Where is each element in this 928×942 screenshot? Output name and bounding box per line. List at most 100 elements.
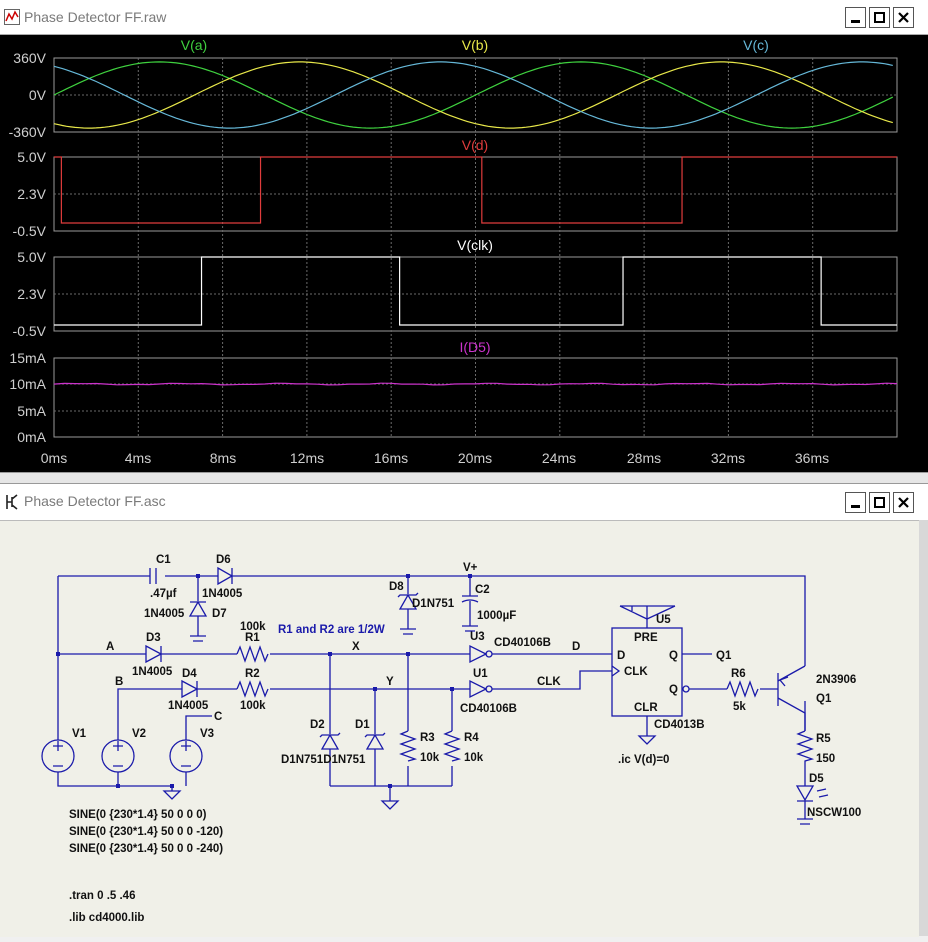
- lbl-ic: .ic V(d)=0: [618, 754, 669, 766]
- close-icon: [898, 497, 909, 508]
- lbl-d3-val: 1N4005: [132, 666, 173, 678]
- pane-4-frame[interactable]: [53, 357, 898, 438]
- maximize-button[interactable]: [869, 7, 890, 28]
- lbl-r3: R3: [420, 732, 435, 744]
- lbl-c2: C2: [475, 584, 490, 596]
- resistor-r5: [796, 730, 815, 786]
- waveform-window-title: Phase Detector FF.raw: [24, 9, 167, 25]
- source-signs: [53, 741, 191, 767]
- xtick-9: 36ms: [795, 450, 829, 466]
- waveform-plot-area[interactable]: V(a) V(b) V(c) V(d) V(clk) I(D5) 360V 0V…: [0, 34, 928, 472]
- trace-label-vc[interactable]: V(c): [743, 37, 769, 53]
- wire-top-rail: [58, 575, 806, 731]
- trace-label-vclk[interactable]: V(clk): [457, 237, 493, 253]
- lbl-r2: R2: [245, 668, 260, 680]
- lbl-sine3: SINE(0 {230*1.4} 50 0 0 -240): [69, 843, 223, 855]
- xtick-5: 20ms: [458, 450, 492, 466]
- resistor-r1: [236, 645, 269, 663]
- xtick-0: 0ms: [41, 450, 67, 466]
- lbl-u5-val: CD4013B: [654, 719, 705, 731]
- lbl-net-d: D: [572, 641, 580, 653]
- lbl-d8: D8: [389, 581, 404, 593]
- gnd-sources: [162, 790, 182, 800]
- wire-clk: [492, 670, 612, 690]
- resistor-r2: [236, 680, 269, 698]
- gnd-pre: [619, 605, 676, 620]
- lbl-clr: CLR: [634, 702, 658, 714]
- lbl-v1: V1: [72, 728, 87, 740]
- schematic-app-icon: [6, 494, 18, 510]
- transistor-q1: [777, 665, 806, 731]
- schematic-canvas[interactable]: C1 .47µf D6 1N4005 D7 1N4005 D8 D1N751 V…: [0, 520, 919, 937]
- lbl-r6-val: 5k: [733, 701, 746, 713]
- waveform-titlebar[interactable]: Phase Detector FF.raw: [0, 0, 928, 35]
- capacitor-c2: [461, 595, 479, 603]
- trace-va: [53, 61, 894, 129]
- close-button[interactable]: [893, 7, 914, 28]
- xtick-7: 28ms: [627, 450, 661, 466]
- wire-c: [185, 715, 212, 741]
- tick-p4-0: 0mA: [17, 429, 46, 445]
- capacitor-c1: [149, 568, 157, 584]
- lbl-net-a: A: [106, 641, 114, 653]
- tick-p1-mid: 0V: [29, 87, 47, 103]
- lbl-d6-val: 1N4005: [202, 588, 243, 600]
- lbl-sine2: SINE(0 {230*1.4} 50 0 0 -120): [69, 826, 223, 838]
- minimize-button[interactable]: [845, 7, 866, 28]
- lbl-u1-val: CD40106B: [460, 703, 517, 715]
- lbl-u5: U5: [656, 614, 671, 626]
- minimize-button[interactable]: [845, 492, 866, 513]
- wire-c2: [462, 576, 478, 632]
- wire-clr: [637, 716, 657, 745]
- diode-d3: [145, 644, 163, 664]
- trace-label-vb[interactable]: V(b): [462, 37, 488, 53]
- xtick-8: 32ms: [711, 450, 745, 466]
- trace-vc: [53, 61, 893, 129]
- lbl-r1: R1: [245, 632, 260, 644]
- tick-p3-mid: 2.3V: [17, 286, 46, 302]
- source-v1: [41, 739, 75, 773]
- lbl-pin-d: D: [617, 650, 625, 662]
- schematic-scroll-strip[interactable]: [919, 520, 928, 936]
- lbl-r1-val: 100k: [240, 621, 266, 633]
- lbl-net-clk: CLK: [537, 676, 561, 688]
- gnd-zeners: [380, 800, 400, 810]
- lbl-r4: R4: [464, 732, 479, 744]
- resistor-r3: [399, 730, 418, 762]
- lbl-c1: C1: [156, 554, 171, 566]
- schematic-window-title: Phase Detector FF.asc: [24, 493, 166, 509]
- lbl-tran: .tran 0 .5 .46: [69, 890, 135, 902]
- diode-d6: [217, 566, 234, 586]
- maximize-icon: [874, 497, 885, 508]
- schematic-window[interactable]: Phase Detector FF.asc: [0, 484, 928, 937]
- inverter-u1: [469, 679, 488, 699]
- lbl-d7-val: 1N4005: [144, 608, 185, 620]
- lbl-r5: R5: [816, 733, 831, 745]
- schematic-drawing[interactable]: C1 .47µf D6 1N4005 D7 1N4005 D8 D1N751 V…: [0, 521, 919, 937]
- maximize-button[interactable]: [869, 492, 890, 513]
- trace-label-vd[interactable]: V(d): [462, 137, 488, 153]
- lbl-c2-val: 1000µF: [477, 610, 516, 622]
- zener-d2: [319, 732, 341, 750]
- lbl-q1: Q1: [816, 693, 832, 705]
- lbl-r4-val: 10k: [464, 752, 484, 764]
- trace-label-id5[interactable]: I(D5): [459, 339, 490, 355]
- xtick-1: 4ms: [125, 450, 151, 466]
- xtick-3: 12ms: [290, 450, 324, 466]
- waveform-window[interactable]: Phase Detector FF.raw V(a) V(b) V(c) V(d…: [0, 0, 928, 472]
- lbl-r6: R6: [731, 668, 746, 680]
- lbl-note: R1 and R2 are 1/2W: [278, 624, 385, 636]
- lbl-v2: V2: [132, 728, 146, 740]
- lbl-net-b: B: [115, 676, 123, 688]
- resistor-r4: [443, 730, 462, 762]
- tick-p2-mid: 2.3V: [17, 186, 46, 202]
- close-button[interactable]: [893, 492, 914, 513]
- lbl-pin-qbar: Q: [669, 684, 678, 696]
- lbl-d4-val: 1N4005: [168, 700, 209, 712]
- schematic-titlebar[interactable]: Phase Detector FF.asc: [0, 484, 928, 520]
- xtick-6: 24ms: [542, 450, 576, 466]
- trace-id5: [53, 382, 898, 386]
- tick-p2-top: 5.0V: [17, 149, 46, 165]
- tick-p3-bot: -0.5V: [13, 323, 47, 339]
- trace-label-va[interactable]: V(a): [181, 37, 207, 53]
